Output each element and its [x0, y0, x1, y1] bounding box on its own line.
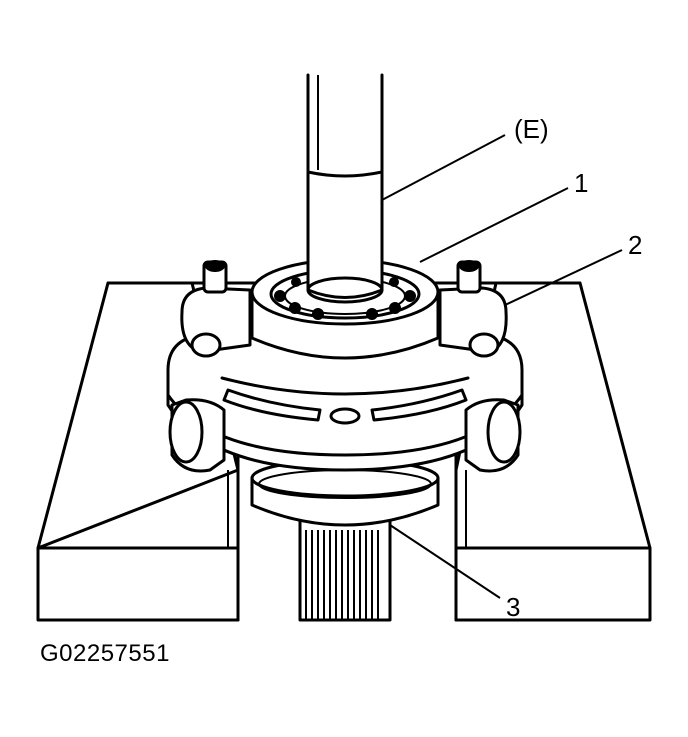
press-ram: [306, 73, 384, 304]
callout-part-1: 1: [574, 168, 588, 198]
bearing-separator: [166, 260, 524, 473]
leader-lines: [381, 134, 623, 599]
callout-part-2: 2: [628, 230, 642, 260]
gear-collar: [250, 458, 440, 527]
figure-id-label: G02257551: [40, 640, 170, 667]
callout-part-3: 3: [506, 592, 520, 622]
callout-tool-e: (E): [514, 114, 549, 144]
shaft-spline: [298, 518, 392, 622]
